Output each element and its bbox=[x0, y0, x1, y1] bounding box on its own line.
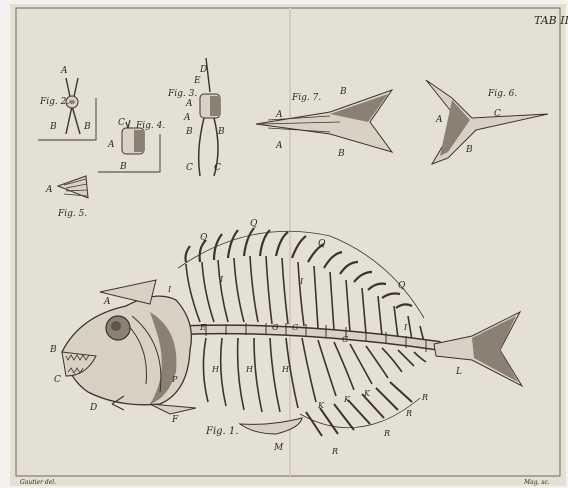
fig1-letter-l: L bbox=[455, 367, 462, 377]
fig1-caption: Fig. 1. bbox=[205, 426, 238, 437]
fig1-letter-h1: H bbox=[211, 365, 220, 374]
fig4-letter-b: B bbox=[119, 162, 127, 172]
fig2-letter-a: A bbox=[60, 66, 68, 76]
fig6-letter-a: A bbox=[435, 115, 443, 125]
fig3-letter-e: E bbox=[193, 76, 201, 86]
fig1-letter-r1: R bbox=[421, 393, 428, 402]
fig3-letter-d: D bbox=[199, 65, 207, 75]
fig3-letter-c1: C bbox=[186, 163, 193, 173]
fig1-letter-r2: R bbox=[405, 409, 412, 418]
fig1-letter-r4: R bbox=[331, 447, 338, 456]
fig1-letter-p: P bbox=[171, 375, 178, 384]
fig1-letter-k3: K bbox=[363, 389, 371, 398]
fig1-letter-h3: H bbox=[281, 365, 290, 374]
fig1-letter-k2: K bbox=[343, 395, 351, 404]
fig1-letter-q2: Q bbox=[250, 219, 258, 229]
credit-draughtsman: Gautier del. bbox=[20, 479, 56, 486]
fig2-letter-b2: B bbox=[83, 122, 91, 132]
fig1-letter-g2: G bbox=[292, 323, 299, 332]
fig7-caption: Fig. 7. bbox=[291, 93, 321, 103]
fig3-letter-b1: B bbox=[185, 127, 193, 137]
fig6-letter-b: B bbox=[465, 145, 473, 155]
fig1-letter-q1: Q bbox=[200, 233, 208, 243]
fig5-letter-a: A bbox=[45, 185, 53, 195]
fig2-letter-b1: B bbox=[49, 122, 57, 132]
fig7-letter-b2: B bbox=[337, 149, 345, 159]
fig7-letter-a1: A bbox=[275, 110, 283, 120]
fig4-caption: Fig. 4. bbox=[135, 121, 165, 131]
fig1-letter-q3: Q bbox=[318, 239, 326, 249]
fig7-letter-b1: B bbox=[339, 87, 347, 97]
fig5-caption: Fig. 5. bbox=[57, 209, 87, 219]
fig3-letter-c2: C bbox=[214, 163, 221, 173]
fig6-letter-c: C bbox=[494, 109, 501, 119]
fig1-letter-g3: G bbox=[342, 335, 349, 344]
fig1-letter-e: E bbox=[199, 323, 206, 332]
fig3-letter-a2: A bbox=[183, 113, 191, 123]
fig4-letter-a: A bbox=[107, 140, 115, 150]
fig1-letter-h2: H bbox=[245, 365, 254, 374]
fig1-letter-a: A bbox=[103, 297, 111, 307]
fig1-letter-g1: G bbox=[272, 323, 279, 332]
fig1-letter-c: C bbox=[54, 375, 61, 385]
fig1-letter-r3: R bbox=[383, 429, 390, 438]
fig3-caption: Fig. 3. bbox=[167, 89, 197, 99]
plate-number: TAB II bbox=[534, 14, 568, 27]
credit-engraver: Mag. sc. bbox=[523, 479, 550, 486]
fig3-letter-a1: A bbox=[185, 99, 193, 109]
fig6-caption: Fig. 6. bbox=[487, 89, 517, 99]
fig1-letter-m: M bbox=[273, 443, 284, 453]
fig1-letter-d: D bbox=[89, 403, 97, 413]
fig3-letter-b2: B bbox=[217, 127, 225, 137]
fig4-letter-c: C bbox=[118, 118, 125, 128]
fig1-letter-b: B bbox=[49, 345, 57, 355]
fig2-caption: Fig. 2. bbox=[39, 97, 69, 107]
fig1-letter-f: F bbox=[171, 415, 179, 425]
paper-sheet bbox=[10, 4, 566, 486]
fig1-letter-q4: Q bbox=[398, 281, 406, 291]
fig1-letter-k1: K bbox=[317, 401, 325, 410]
fig7-letter-a2: A bbox=[275, 141, 283, 151]
